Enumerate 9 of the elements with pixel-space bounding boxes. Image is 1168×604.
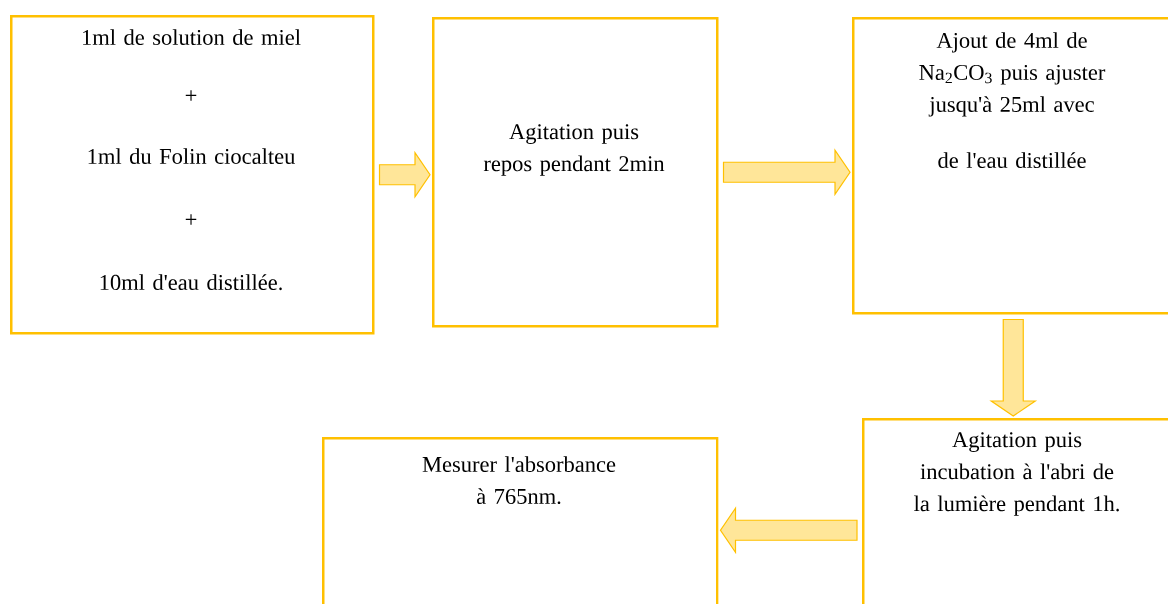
process-box: Ajout de 4ml de Na$_{2}$CO$_{3}$ puis ajuster jusqu'à 25ml avec de l'eau distillée [852, 17, 1168, 315]
block-arrow [719, 506, 858, 555]
block-arrow [378, 150, 431, 199]
block-arrow [989, 318, 1038, 417]
process-box: Agitation puis repos pendant 2min [432, 17, 719, 328]
process-box: Agitation puis incubation à l'abri de la lumière pendant 1h. [862, 418, 1168, 604]
process-box: Mesurer l'absorbance à 765nm. [322, 437, 719, 604]
process-box: 1ml de solution de miel + 1ml du Folin ciocalteu + 10ml d'eau distillée. [10, 15, 375, 335]
block-arrow [722, 148, 851, 197]
